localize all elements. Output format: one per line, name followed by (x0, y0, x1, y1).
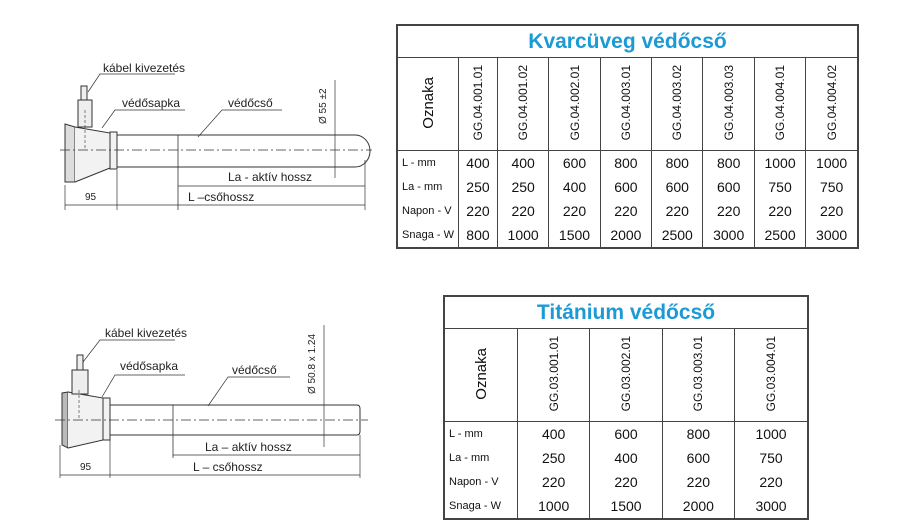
table-cell: 1500 (548, 223, 601, 248)
titanium-heater-drawing (55, 325, 368, 478)
designation-header: Oznaka (472, 347, 490, 400)
table-cell: 400 (548, 175, 601, 199)
cap-length-label: 95 (80, 462, 92, 473)
table-cell: 800 (599, 150, 653, 175)
active-length-label: La - aktív hossz (228, 170, 313, 184)
product-code: GG.03.003.01 (691, 335, 706, 412)
heater-drawings (55, 73, 372, 478)
table-cell: 220 (661, 470, 736, 494)
table-cell: 220 (599, 199, 653, 223)
row-label: Napon - V (443, 470, 518, 494)
cable-outlet-label: kábel kivezetés (105, 326, 188, 340)
tube-length-label: L – csőhossz (193, 460, 263, 474)
table-cell: 220 (734, 470, 809, 494)
table-cell: 2000 (661, 494, 736, 519)
table-cell: 800 (702, 150, 755, 175)
row-label: Napon - V (396, 199, 459, 223)
table-title: Kvarcüveg védőcső (396, 24, 859, 58)
row-label: La - mm (396, 175, 459, 199)
table-cell: 220 (496, 199, 550, 223)
table-cell: 220 (548, 199, 601, 223)
table-cell: 800 (661, 421, 736, 446)
table-cell: 2500 (753, 223, 807, 248)
table-cell: 1500 (589, 494, 663, 519)
product-code: GG.03.002.01 (619, 335, 634, 412)
table-cell: 220 (702, 199, 755, 223)
product-code: GG.04.001.02 (516, 64, 531, 141)
designation-header: Oznaka (419, 76, 437, 129)
table-cell: 1000 (496, 223, 550, 248)
row-label: L - mm (443, 421, 518, 446)
product-code: GG.03.004.01 (764, 335, 779, 412)
table-cell: 600 (661, 446, 736, 470)
table-cell: 3000 (734, 494, 809, 519)
table-cell: 3000 (805, 223, 859, 248)
protective-tube-label: védőcső (232, 363, 277, 377)
table-cell: 250 (516, 446, 591, 470)
table-cell: 220 (589, 470, 663, 494)
table-cell: 800 (651, 150, 704, 175)
row-label: L - mm (396, 150, 459, 175)
product-code: GG.04.004.02 (824, 64, 839, 141)
table-cell: 1000 (805, 150, 859, 175)
table-cell: 250 (458, 175, 498, 199)
protective-cap-label: védősapka (122, 96, 181, 110)
row-label: Snaga - W (443, 494, 518, 519)
product-code: GG.04.001.01 (470, 64, 485, 141)
table-cell: 220 (651, 199, 704, 223)
table-cell: 220 (753, 199, 807, 223)
product-code: GG.04.003.01 (618, 64, 633, 141)
product-code: GG.04.003.02 (670, 64, 685, 141)
product-code: GG.04.002.01 (567, 64, 582, 141)
table-cell: 2500 (651, 223, 704, 248)
table-cell: 400 (458, 150, 498, 175)
table-cell: 3000 (702, 223, 755, 248)
product-code: GG.04.003.03 (721, 64, 736, 141)
protective-tube-label: védőcső (228, 96, 273, 110)
table-cell: 750 (734, 446, 809, 470)
table-cell: 220 (458, 199, 498, 223)
table-cell: 400 (589, 446, 663, 470)
row-label: Snaga - W (396, 223, 459, 248)
tube-length-label: L –csőhossz (188, 190, 255, 204)
cap-length-label: 95 (85, 192, 97, 203)
table-cell: 220 (516, 470, 591, 494)
table-cell: 750 (753, 175, 807, 199)
diameter-label: Ø 50.8 x 1.24 (307, 333, 318, 394)
table-cell: 600 (599, 175, 653, 199)
table-cell: 1000 (753, 150, 807, 175)
table-cell: 400 (516, 421, 591, 446)
table-title: Titánium védőcső (443, 295, 809, 329)
table-cell: 600 (589, 421, 663, 446)
table-cell: 600 (651, 175, 704, 199)
table-cell: 800 (458, 223, 498, 248)
active-length-label: La – aktív hossz (205, 440, 292, 454)
table-cell: 600 (702, 175, 755, 199)
table-cell: 400 (496, 150, 550, 175)
table-cell: 220 (805, 199, 859, 223)
table-cell: 600 (548, 150, 601, 175)
protective-cap-label: védősapka (120, 359, 179, 373)
diameter-label: Ø 55 ±2 (318, 88, 329, 124)
table-cell: 1000 (516, 494, 591, 519)
table-cell: 750 (805, 175, 859, 199)
product-code: GG.03.001.01 (546, 335, 561, 412)
table-cell: 1000 (734, 421, 809, 446)
cable-outlet-label: kábel kivezetés (103, 61, 186, 75)
product-code: GG.04.004.01 (773, 64, 788, 141)
quartz-heater-drawing (60, 73, 372, 210)
table-cell: 250 (496, 175, 550, 199)
table-cell: 2000 (599, 223, 653, 248)
row-label: La - mm (443, 446, 518, 470)
